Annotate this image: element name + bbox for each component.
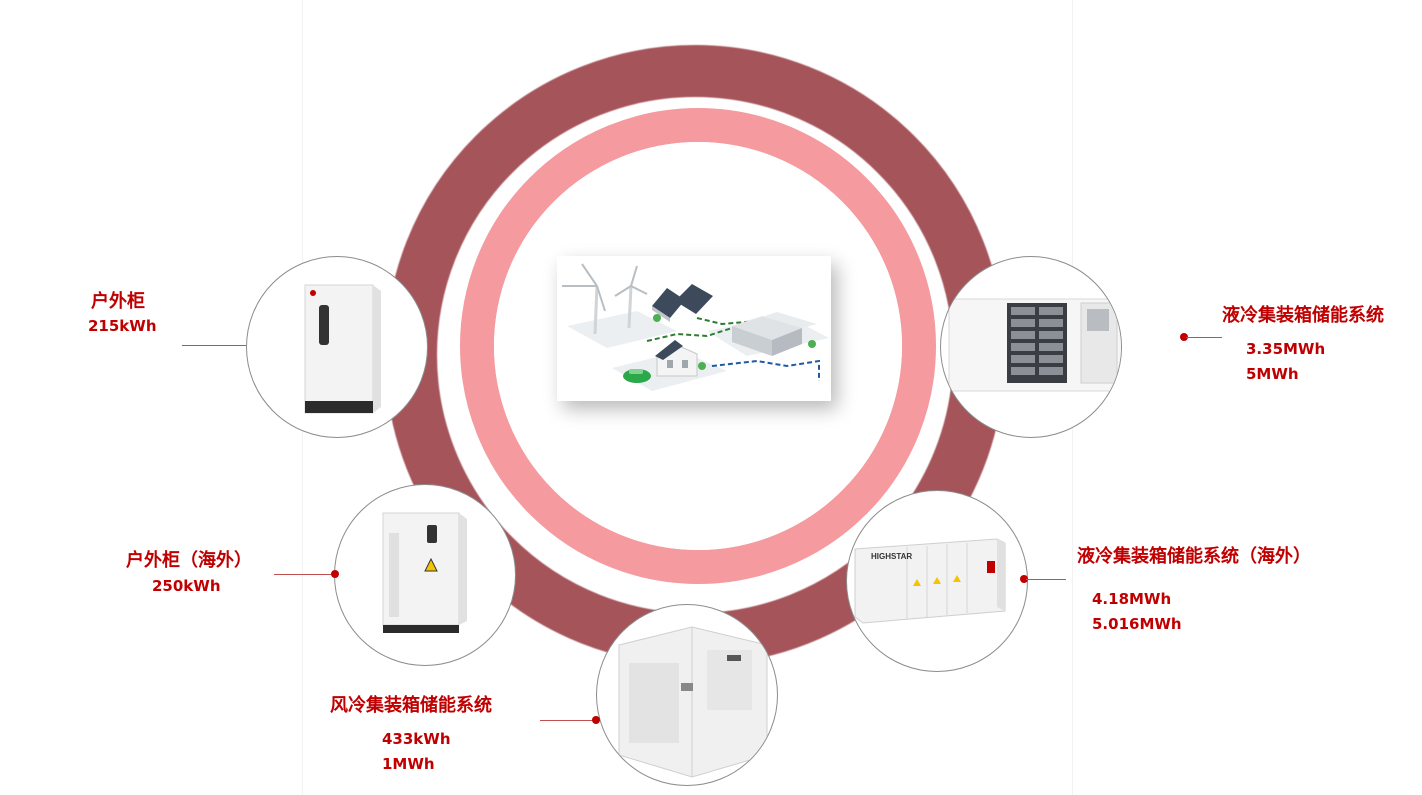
product-bubble-air-cooled-container bbox=[596, 604, 778, 786]
house-icon bbox=[655, 340, 706, 377]
label-liquid-cooled-overseas-value-2: 5.016MWh bbox=[1092, 615, 1182, 633]
label-outdoor-cabinet-overseas-value: 250kWh bbox=[152, 577, 221, 595]
product-bubble-liquid-cooled-container-overseas: HIGHSTAR bbox=[846, 490, 1028, 672]
brand-logo: HIGHSTAR bbox=[871, 552, 912, 561]
label-liquid-cooled-value-2: 5MWh bbox=[1246, 365, 1299, 383]
leader-line-outdoor-cabinet-overseas bbox=[274, 574, 334, 575]
label-liquid-cooled-title: 液冷集装箱储能系统 bbox=[1222, 305, 1384, 326]
battery-container-icon: HIGHSTAR bbox=[854, 538, 1006, 624]
leader-line-liquid-cooled bbox=[1186, 337, 1222, 338]
product-bubble-outdoor-cabinet-overseas bbox=[334, 484, 516, 666]
electric-car-icon bbox=[623, 369, 651, 383]
outdoor-cabinet-icon bbox=[304, 284, 381, 414]
battery-container-icon bbox=[618, 626, 768, 778]
label-air-cooled-value-2: 1MWh bbox=[382, 755, 435, 773]
solar-panel-icon bbox=[652, 284, 713, 322]
label-outdoor-cabinet-title: 户外柜 bbox=[91, 291, 145, 312]
wind-turbine-icon bbox=[562, 263, 648, 335]
label-outdoor-cabinet-overseas-title: 户外柜（海外） bbox=[126, 550, 252, 571]
label-outdoor-cabinet-value: 215kWh bbox=[88, 317, 157, 335]
energy-scene-illustration bbox=[557, 256, 831, 401]
leader-dot-liquid-cooled-overseas bbox=[1020, 575, 1028, 583]
product-bubble-liquid-cooled-container bbox=[940, 256, 1122, 438]
leader-dot-liquid-cooled bbox=[1180, 333, 1188, 341]
label-liquid-cooled-overseas-value-1: 4.18MWh bbox=[1092, 590, 1172, 608]
label-air-cooled-title: 风冷集装箱储能系统 bbox=[330, 695, 492, 716]
leader-line-outdoor-cabinet bbox=[182, 345, 246, 346]
label-liquid-cooled-overseas-title: 液冷集装箱储能系统（海外） bbox=[1077, 546, 1311, 567]
leader-dot-outdoor-cabinet-overseas bbox=[331, 570, 339, 578]
leader-line-liquid-cooled-overseas bbox=[1026, 579, 1066, 580]
label-liquid-cooled-value-1: 3.35MWh bbox=[1246, 340, 1326, 358]
battery-container-icon bbox=[948, 298, 1121, 392]
product-bubble-outdoor-cabinet bbox=[246, 256, 428, 438]
label-air-cooled-value-1: 433kWh bbox=[382, 730, 451, 748]
leader-dot-air-cooled bbox=[592, 716, 600, 724]
leader-line-air-cooled bbox=[540, 720, 596, 721]
battery-container-icon bbox=[732, 312, 817, 356]
outdoor-cabinet-icon bbox=[382, 512, 467, 633]
